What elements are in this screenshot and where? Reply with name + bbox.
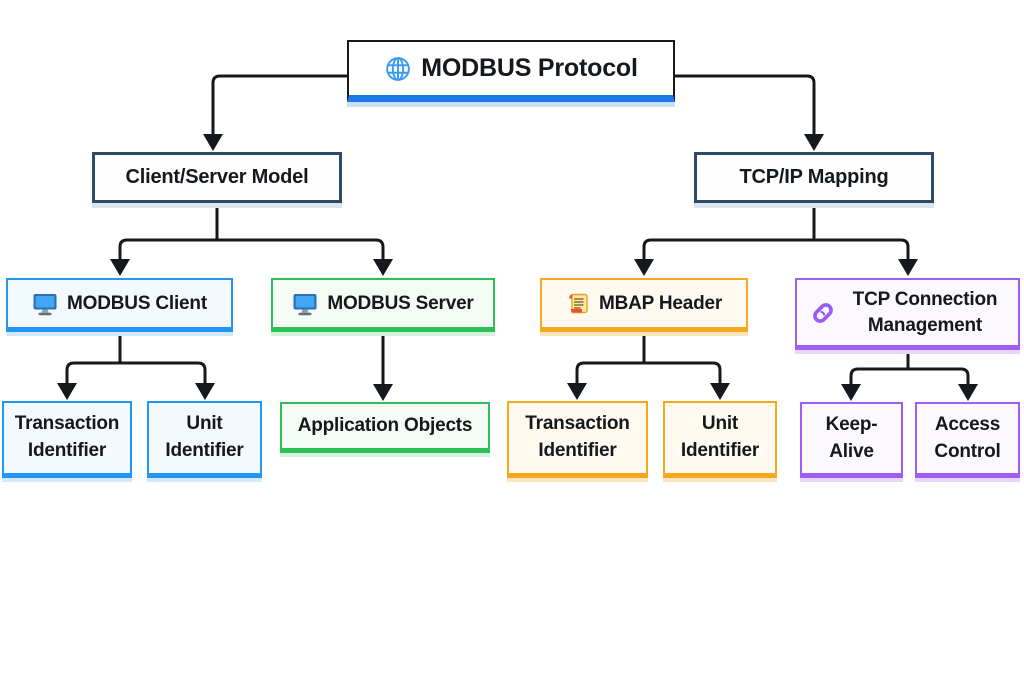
scroll-icon (566, 292, 590, 316)
arrowheads (57, 134, 978, 401)
node-label: Access Control (934, 413, 1001, 462)
node-label: Unit Identifier (165, 413, 244, 461)
node-modbus-protocol: MODBUS Protocol (347, 40, 675, 102)
monitor-icon (32, 292, 58, 316)
node-label: Keep-Alive (825, 413, 878, 462)
node-label: Transaction Identifier (14, 413, 120, 461)
node-mbap-header: MBAP Header (540, 278, 748, 332)
node-unit-identifier-mbap: Unit Identifier (663, 401, 777, 478)
node-label: Application Objects (297, 414, 473, 436)
node-application-objects: Application Objects (280, 402, 490, 453)
node-tcp-connection-management: TCP Connection Management (795, 278, 1020, 350)
node-label: MODBUS Protocol (421, 53, 638, 82)
node-label: TCP/IP Mapping (739, 166, 889, 188)
node-modbus-server: MODBUS Server (271, 278, 495, 332)
node-client-server-model: Client/Server Model (92, 152, 342, 203)
node-access-control: Access Control (915, 402, 1020, 478)
node-unit-identifier-client: Unit Identifier (147, 401, 262, 478)
node-label: TCP Connection Management (852, 288, 998, 336)
node-transaction-identifier-mbap: Transaction Identifier (507, 401, 648, 478)
link-icon (810, 300, 836, 326)
node-label: Transaction Identifier (525, 413, 630, 461)
node-keep-alive: Keep-Alive (800, 402, 903, 478)
node-transaction-identifier-client: Transaction Identifier (2, 401, 132, 478)
node-label: Unit Identifier (680, 413, 760, 461)
node-tcpip-mapping: TCP/IP Mapping (694, 152, 934, 203)
node-label: MODBUS Client (67, 292, 207, 314)
node-label: Client/Server Model (125, 166, 309, 188)
node-label: MBAP Header (598, 292, 723, 314)
monitor-icon (292, 292, 318, 316)
globe-icon (384, 55, 412, 83)
node-modbus-client: MODBUS Client (6, 278, 233, 332)
node-label: MODBUS Server (327, 292, 474, 314)
